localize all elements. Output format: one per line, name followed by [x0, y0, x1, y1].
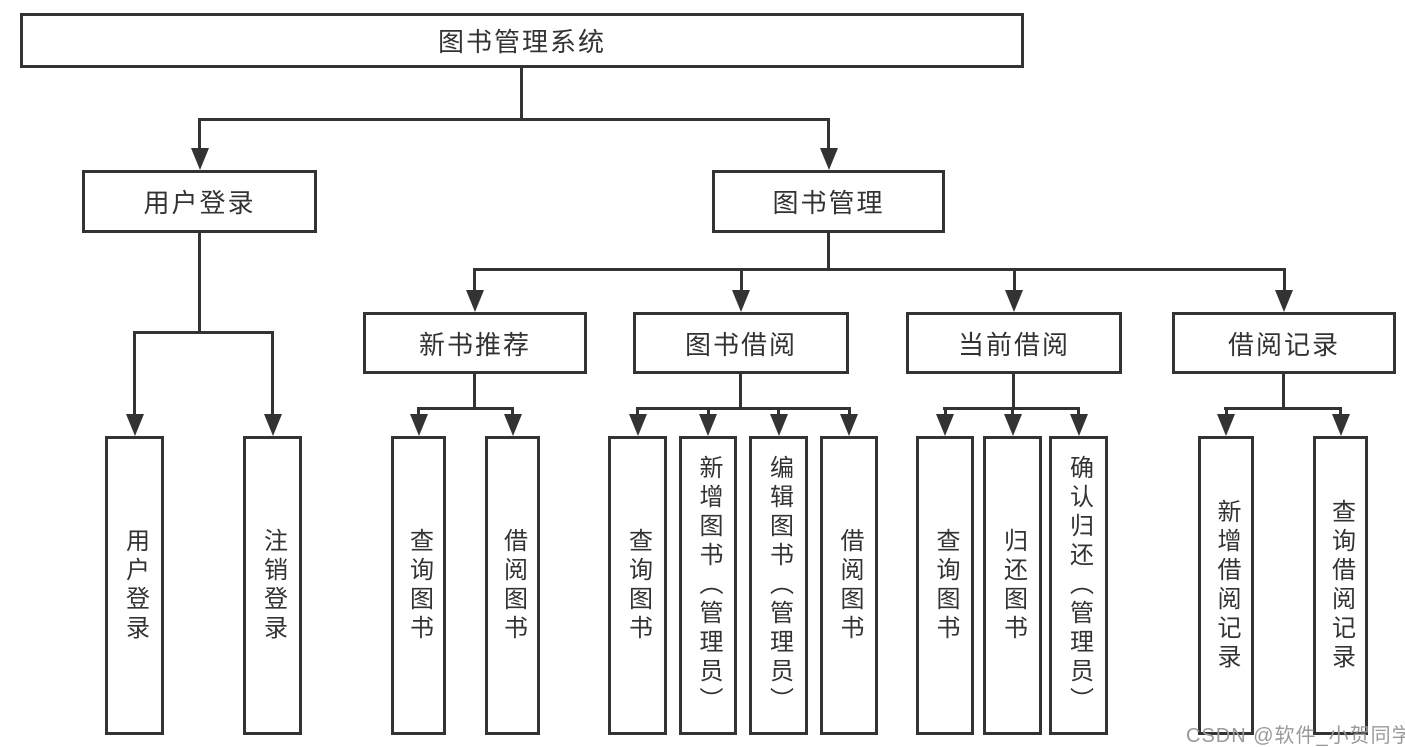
connector-line: [511, 407, 514, 420]
node-new-book-recommend-label: 新书推荐: [418, 329, 531, 360]
connector-line: [198, 233, 201, 331]
connector-line: [1224, 407, 1342, 410]
connector-line: [636, 407, 851, 410]
arrow-down-icon: [1217, 414, 1235, 436]
arrow-down-icon: [936, 414, 954, 436]
arrow-down-icon: [1070, 414, 1088, 436]
connector-line: [827, 233, 830, 268]
leaf-user-login-label: 用户登录: [121, 527, 149, 644]
arrow-down-icon: [699, 414, 717, 436]
leaf-nb-query-book: 查询图书: [391, 436, 446, 735]
arrow-down-icon: [820, 148, 838, 170]
arrow-down-icon: [732, 290, 750, 312]
node-user-login-label: 用户登录: [143, 188, 256, 218]
arrow-down-icon: [504, 414, 522, 436]
leaf-bb-borrow-book: 借阅图书: [820, 436, 878, 735]
leaf-cb-query-book-label: 查询图书: [932, 527, 959, 644]
leaf-nb-query-book-label: 查询图书: [405, 527, 433, 644]
arrow-down-icon: [1005, 290, 1023, 312]
node-root: 图书管理系统: [20, 13, 1024, 68]
csdn-watermark: CSDN @软件_小贺同学: [1186, 725, 1405, 747]
leaf-logout: 注销登录: [243, 436, 302, 735]
leaf-bb-borrow-book-label: 借阅图书: [836, 527, 863, 644]
connector-line: [1283, 268, 1286, 292]
connector-line: [636, 407, 639, 420]
connector-line: [1077, 407, 1080, 420]
node-book-management: 图书管理: [712, 170, 945, 233]
connector-line: [520, 68, 523, 118]
leaf-user-login: 用户登录: [105, 436, 164, 735]
leaf-logout-label: 注销登录: [259, 527, 287, 644]
connector-line: [827, 118, 830, 150]
leaf-cb-confirm-return-admin: 确认归还（管理员）: [1049, 436, 1108, 735]
node-current-borrow-label: 当前借阅: [957, 329, 1070, 360]
node-current-borrow: 当前借阅: [906, 312, 1122, 374]
arrow-down-icon: [466, 290, 484, 312]
connector-line: [1013, 268, 1016, 292]
node-book-borrow-label: 图书借阅: [684, 329, 797, 360]
leaf-cb-query-book: 查询图书: [916, 436, 974, 735]
connector-line: [740, 268, 743, 292]
node-borrow-records-label: 借阅记录: [1227, 329, 1340, 360]
leaf-br-add-record-label: 新增借阅记录: [1213, 498, 1240, 673]
node-root-label: 图书管理系统: [437, 27, 606, 57]
connector-line: [1339, 407, 1342, 420]
leaf-bb-edit-book-admin: 编辑图书（管理员）: [749, 436, 808, 735]
connector-line: [417, 407, 420, 420]
arrow-down-icon: [410, 414, 428, 436]
leaf-nb-borrow-book-label: 借阅图书: [499, 527, 527, 644]
arrow-down-icon: [770, 414, 788, 436]
connector-line: [271, 331, 274, 416]
connector-line: [198, 118, 201, 150]
arrow-down-icon: [191, 148, 209, 170]
arrow-down-icon: [264, 414, 282, 436]
leaf-cb-return-book-label: 归还图书: [999, 527, 1027, 644]
arrow-down-icon: [840, 414, 858, 436]
connector-line: [777, 407, 780, 420]
connector-line: [1225, 407, 1228, 420]
leaf-bb-query-book: 查询图书: [608, 436, 667, 735]
node-book-borrow: 图书借阅: [633, 312, 849, 374]
node-book-management-label: 图书管理: [772, 188, 885, 218]
arrow-down-icon: [1332, 414, 1350, 436]
arrow-down-icon: [1275, 290, 1293, 312]
node-user-login: 用户登录: [82, 170, 317, 233]
connector-line: [473, 268, 1286, 271]
connector-line: [1282, 374, 1285, 407]
leaf-br-query-record-label: 查询借阅记录: [1327, 498, 1355, 673]
leaf-nb-borrow-book: 借阅图书: [485, 436, 540, 735]
connector-line: [848, 407, 851, 420]
connector-line: [707, 407, 710, 420]
node-new-book-recommend: 新书推荐: [363, 312, 587, 374]
connector-line: [198, 118, 830, 121]
leaf-cb-return-book: 归还图书: [983, 436, 1042, 735]
leaf-bb-add-book-admin: 新增图书（管理员）: [679, 436, 737, 735]
leaf-br-query-record: 查询借阅记录: [1313, 436, 1368, 735]
connector-line: [739, 374, 742, 407]
connector-line: [417, 407, 514, 410]
arrow-down-icon: [1004, 414, 1022, 436]
leaf-br-add-record: 新增借阅记录: [1198, 436, 1254, 735]
arrow-down-icon: [629, 414, 647, 436]
node-borrow-records: 借阅记录: [1172, 312, 1396, 374]
connector-line: [1012, 374, 1015, 407]
connector-line: [133, 331, 274, 334]
connector-line: [1011, 407, 1014, 420]
leaf-bb-add-book-admin-label: 新增图书（管理员）: [695, 455, 722, 716]
connector-line: [944, 407, 947, 420]
leaf-cb-confirm-return-admin-label: 确认归还（管理员）: [1065, 455, 1093, 716]
leaf-bb-edit-book-admin-label: 编辑图书（管理员）: [765, 455, 793, 716]
connector-line: [133, 331, 136, 416]
connector-line: [473, 374, 476, 407]
arrow-down-icon: [126, 414, 144, 436]
connector-line: [473, 268, 476, 292]
leaf-bb-query-book-label: 查询图书: [624, 527, 652, 644]
